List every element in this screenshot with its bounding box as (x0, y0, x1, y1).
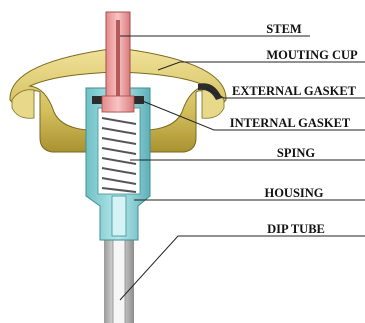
label-internal-gasket: INTERNAL GASKET (230, 116, 351, 130)
label-housing: HOUSING (264, 186, 323, 200)
label-dip-tube: DIP TUBE (267, 222, 325, 236)
leader-lines (120, 36, 365, 300)
label-spring: SPING (277, 146, 315, 160)
dip-tube-leader (120, 236, 365, 300)
label-external-gasket: EXTERNAL GASKET (232, 84, 357, 98)
label-stem: STEM (266, 22, 302, 36)
stem (102, 12, 134, 112)
label-mounting-cup: MOUTING CUP (266, 48, 358, 62)
